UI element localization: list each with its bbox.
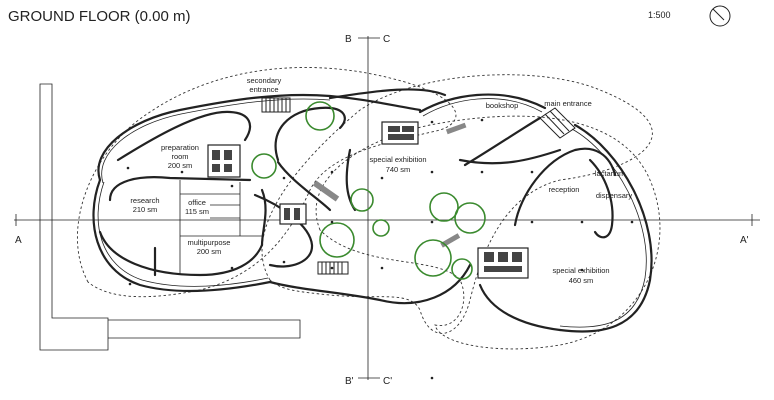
label-preparation-1: preparation	[161, 143, 199, 152]
entrance-grating-secondary	[261, 97, 291, 113]
label-secondary-entrance-2: entrance	[249, 85, 278, 94]
section-a-left: A	[15, 235, 22, 246]
building-walls	[92, 88, 653, 333]
section-a-right: A'	[740, 235, 749, 246]
room-labels: secondary entrance bookshop main entranc…	[130, 76, 632, 285]
tree-icon	[414, 239, 452, 277]
section-axes: A A' B C B' C'	[14, 34, 760, 387]
label-special-exhibition-740-1: special exhibition	[369, 155, 426, 164]
label-special-exhibition-740-2: 740 sm	[386, 165, 411, 174]
tree-icon	[451, 258, 473, 280]
section-b-bottom: B'	[345, 376, 354, 387]
section-c-top: C	[383, 34, 390, 45]
label-main-entrance: main entrance	[544, 99, 592, 108]
label-research-2: 210 sm	[133, 205, 158, 214]
label-office-2: 115 sm	[185, 207, 209, 216]
tree-icon	[454, 202, 486, 234]
label-special-exhibition-460-1: special exhibition	[552, 266, 609, 275]
service-core-central	[381, 121, 419, 145]
tree-icon	[305, 101, 335, 131]
label-preparation-3: 200 sm	[168, 161, 193, 170]
tree-icon	[319, 222, 355, 258]
column-dots	[126, 118, 634, 380]
trees	[251, 101, 486, 280]
service-core-east	[477, 247, 529, 279]
label-multipurpose-1: multipurpose	[188, 238, 231, 247]
label-preparation-2: room	[171, 152, 188, 161]
label-lactarium: lactarium	[595, 169, 625, 178]
label-bookshop: bookshop	[486, 101, 519, 110]
entrance-grating-main	[539, 107, 576, 139]
plan-title: GROUND FLOOR (0.00 m)	[8, 8, 191, 25]
tree-icon	[429, 192, 459, 222]
entrance-grating-south	[317, 261, 349, 275]
section-b-top: B	[345, 34, 352, 45]
label-office-1: office	[188, 198, 206, 207]
service-core-west	[207, 144, 241, 178]
label-research-1: research	[130, 196, 159, 205]
north-arrow-icon	[709, 5, 731, 27]
label-multipurpose-2: 200 sm	[197, 247, 222, 256]
label-secondary-entrance-1: secondary	[247, 76, 282, 85]
label-reception: reception	[549, 185, 580, 194]
tree-icon	[350, 188, 374, 212]
service-core-small	[279, 203, 307, 225]
label-special-exhibition-460-2: 460 sm	[569, 276, 594, 285]
label-dispensary: dispensary	[596, 191, 633, 200]
tree-icon	[251, 153, 277, 179]
section-c-bottom: C'	[383, 376, 392, 387]
upper-level-outlines	[76, 67, 661, 350]
scale-label: 1:500	[648, 10, 671, 20]
site-boundary	[39, 83, 301, 351]
interior-partitions	[153, 180, 262, 277]
tree-icon	[372, 219, 390, 237]
